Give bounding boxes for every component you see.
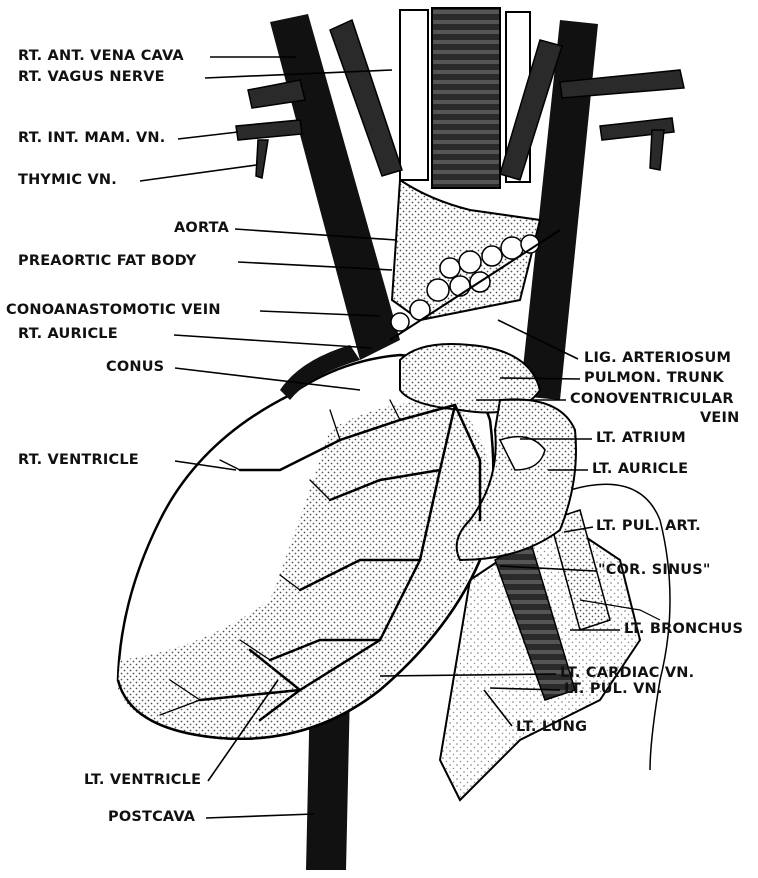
- label-rt-ant-vena-cava: RT. ANT. VENA CAVA: [18, 48, 184, 64]
- label-preaortic-fat-body: PREAORTIC FAT BODY: [18, 253, 196, 269]
- label-lt-pul-vn: LT. PUL. VN.: [564, 681, 663, 697]
- label-rt-int-mam-vn: RT. INT. MAM. VN.: [18, 130, 165, 146]
- label-rt-vagus-nerve: RT. VAGUS NERVE: [18, 69, 165, 85]
- label-lt-auricle: LT. AURICLE: [592, 461, 688, 477]
- label-postcava: POSTCAVA: [108, 809, 195, 825]
- label-conoanastomotic-vein: CONOANASTOMOTIC VEIN: [6, 302, 221, 318]
- label-thymic-vn: THYMIC VN.: [18, 172, 117, 188]
- label-pulmon-trunk: PULMON. TRUNK: [584, 370, 724, 386]
- label-lt-cardiac-vn: LT. CARDIAC VN.: [560, 665, 694, 681]
- label-lig-arteriosum: LIG. ARTERIOSUM: [584, 350, 731, 366]
- rt-vena-cava: [270, 14, 400, 360]
- label-lt-atrium: LT. ATRIUM: [596, 430, 686, 446]
- label-rt-auricle: RT. AURICLE: [18, 326, 118, 342]
- label-lt-ventricle: LT. VENTRICLE: [84, 772, 201, 788]
- label-conoventricular: CONOVENTRICULAR: [570, 391, 734, 407]
- label-conus: CONUS: [106, 359, 164, 375]
- label-rt-ventricle: RT. VENTRICLE: [18, 452, 139, 468]
- label-lt-lung: LT. LUNG: [516, 719, 587, 735]
- label-cor-sinus: "COR. SINUS": [598, 562, 711, 578]
- label-lt-pul-art: LT. PUL. ART.: [596, 518, 701, 534]
- label-conoventricular-vein: VEIN: [700, 410, 739, 426]
- label-aorta: AORTA: [174, 220, 229, 236]
- label-lt-bronchus: LT. BRONCHUS: [624, 621, 743, 637]
